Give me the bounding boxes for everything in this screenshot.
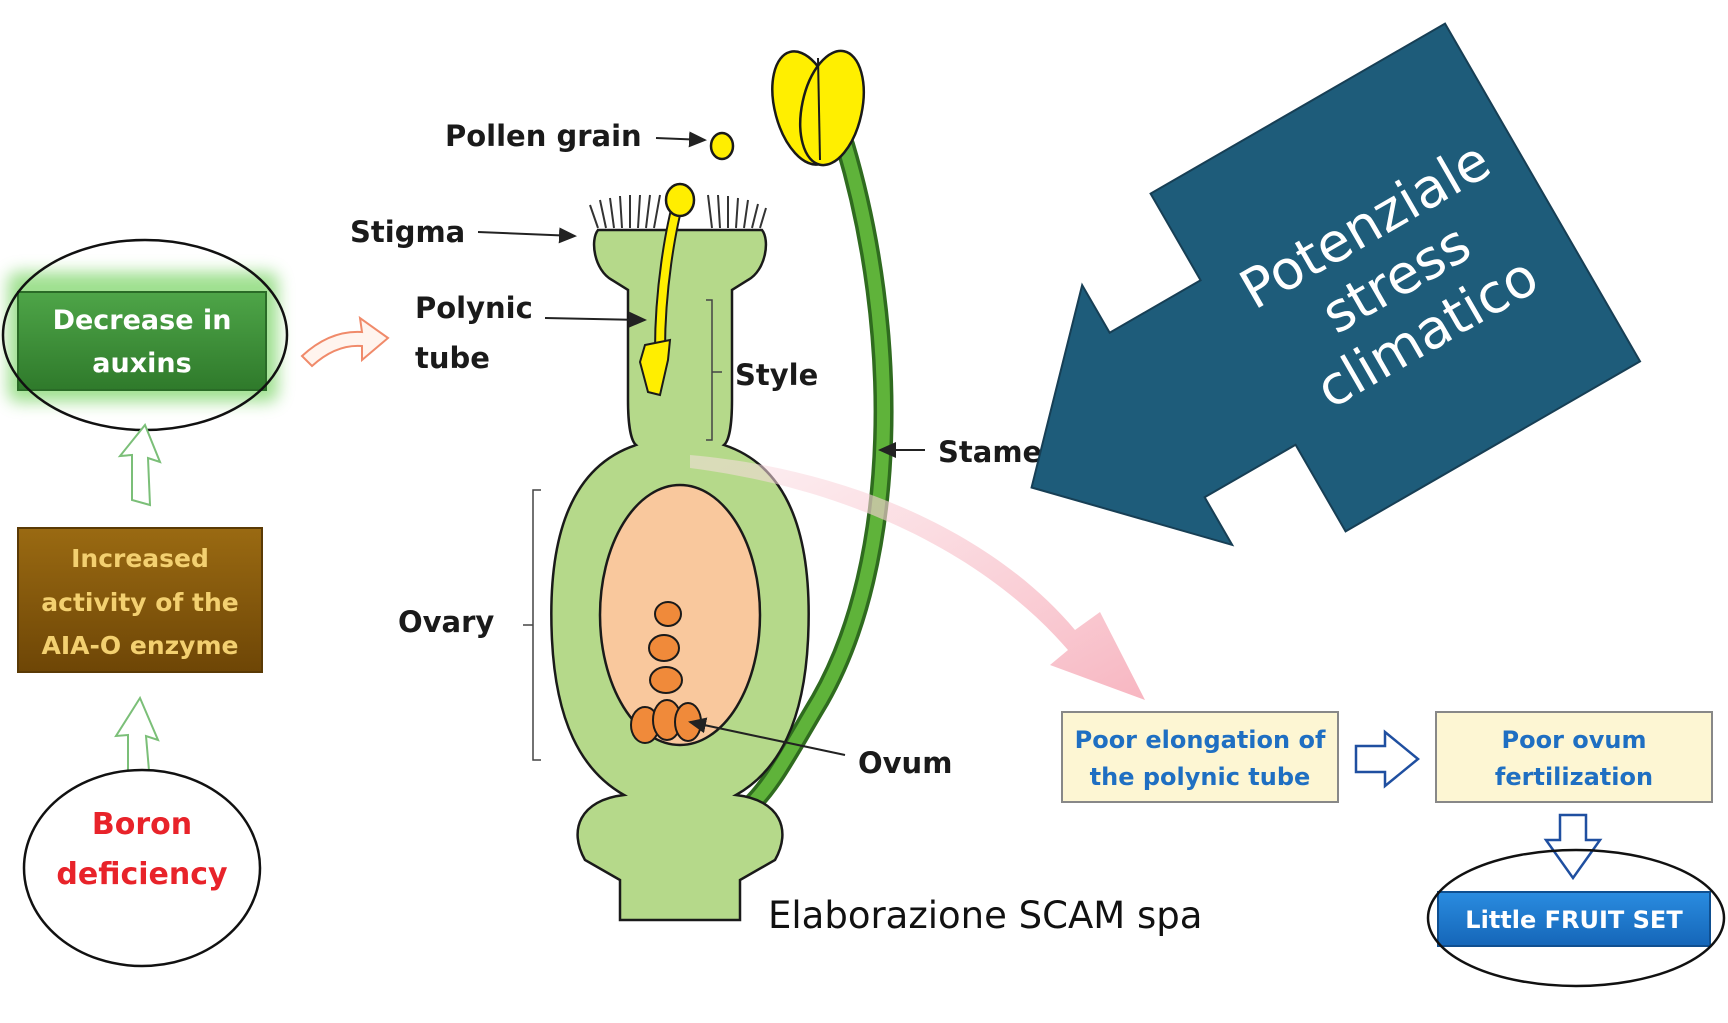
increased-line2: activity of the [41, 588, 239, 617]
polynic-label-line2: tube [415, 341, 490, 375]
credit-text: Elaborazione SCAM spa [768, 894, 1202, 937]
polynic-label-line1: Polynic [415, 291, 533, 325]
increased-line3: AIA-O enzyme [42, 631, 239, 660]
ovary-bracket [533, 490, 541, 760]
callout-arrow: Potenziale stress climatico [934, 24, 1640, 657]
style-label: Style [735, 358, 818, 392]
poor-elongation-line1: Poor elongation of [1075, 726, 1326, 754]
ovary-label: Ovary [398, 605, 494, 639]
pollen-on-stigma [666, 184, 694, 216]
boron-line1: Boron [92, 807, 192, 842]
boron-deficiency-node: Boron deficiency [24, 770, 260, 966]
poor-ovum-line1: Poor ovum [1502, 726, 1647, 754]
increased-activity-box: Increased activity of the AIA-O enzyme [18, 528, 262, 672]
decrease-auxins-box: Decrease in auxins [18, 292, 266, 390]
ovum-label: Ovum [858, 746, 952, 780]
poor-ovum-line2: fertilization [1495, 763, 1653, 791]
flower-illustration [551, 44, 883, 920]
poor-elongation-box: Poor elongation of the polynic tube [1062, 712, 1338, 802]
pollen-grain-icon [711, 133, 733, 159]
pollen-grain-pointer [656, 138, 705, 140]
right-arrow-between-boxes [1356, 732, 1418, 786]
stigma-pointer [478, 232, 575, 236]
increased-line1: Increased [71, 544, 209, 573]
decrease-auxins-line1: Decrease in [53, 305, 232, 336]
little-fruit-set-label: Little FRUIT SET [1465, 906, 1683, 934]
boron-line2: deficiency [56, 857, 228, 892]
up-arrow-upper [120, 425, 160, 505]
auxins-to-flower-arrow [302, 318, 388, 366]
poor-elongation-line2: the polynic tube [1090, 763, 1311, 791]
stigma-label: Stigma [350, 215, 465, 249]
down-arrow-to-fruit-set [1546, 815, 1600, 878]
poor-ovum-box: Poor ovum fertilization [1436, 712, 1712, 802]
decrease-auxins-line2: auxins [92, 348, 191, 379]
pollen-grain-label: Pollen grain [445, 119, 642, 153]
